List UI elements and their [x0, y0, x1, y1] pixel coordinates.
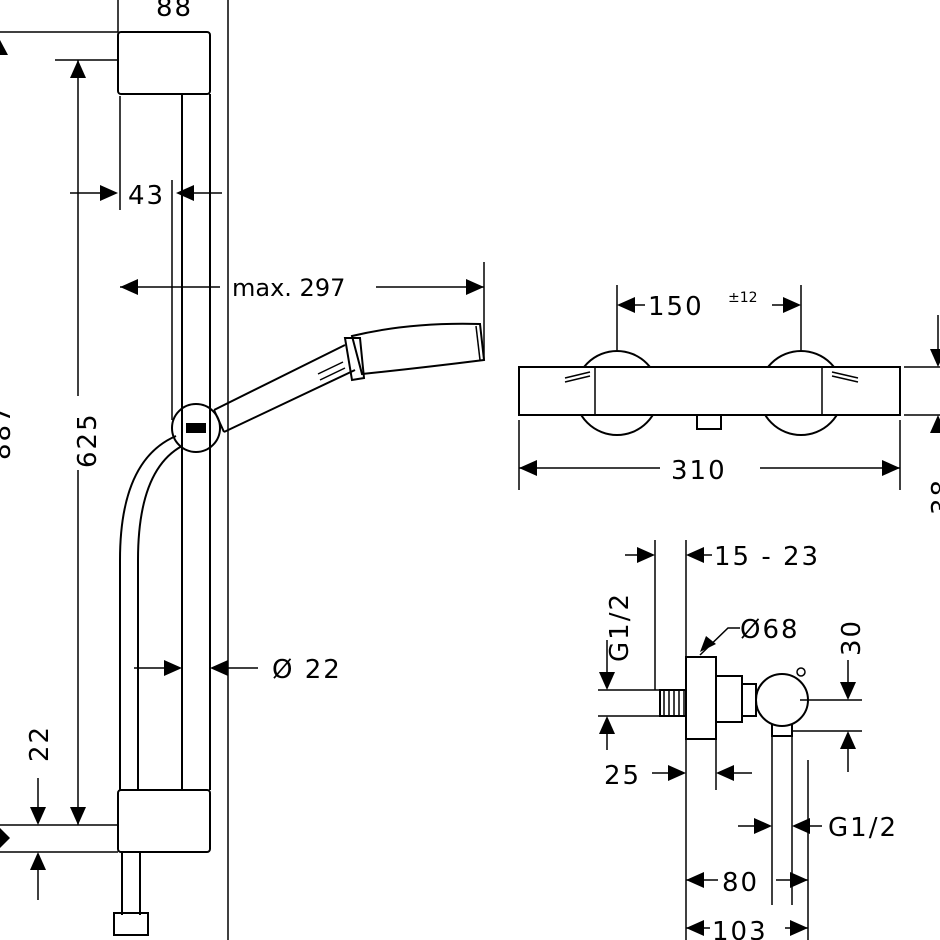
dim-150-label: 150 [648, 292, 704, 322]
mixer-side-view: G1/2 15 - 23 Ø68 30 25 G1 [598, 540, 898, 940]
hand-shower-head [350, 322, 486, 376]
dim-25-arrow-right [716, 765, 734, 781]
dim-43-label: 43 [128, 181, 165, 211]
hand-shower-neck [343, 337, 366, 382]
hose-bend-inner [137, 445, 183, 790]
mixer-top-knob [796, 667, 806, 677]
dim-88-label: 88 [156, 0, 193, 23]
dim-25-arrow-left [668, 765, 686, 781]
dim-310-label: 310 [671, 456, 727, 486]
dim-297-arrow-left [120, 279, 138, 295]
dim-g12b-arrow-left [754, 818, 772, 834]
mixer-front-view: 150 ±12 310 38 [518, 285, 940, 515]
dim-625-label: 625 [73, 412, 103, 468]
mixer-outlet-side [771, 724, 793, 737]
dim-887-label: 887 [0, 404, 17, 460]
slider-slot [186, 423, 206, 433]
dim-625-arrow-top [70, 60, 86, 78]
eccentric-thread-pattern [663, 690, 685, 716]
dim-310-arrow-left [519, 460, 537, 476]
dim-bottom-left-arrow [0, 828, 10, 848]
dim-103-arrow-left [686, 920, 704, 936]
mixer-handle-right-detail [831, 371, 859, 383]
dim-22-arrow-bottom [30, 852, 46, 870]
hose-connector [113, 912, 149, 936]
dim-25-label: 25 [604, 761, 641, 791]
dim-103-label: 103 [712, 917, 768, 940]
dim-38-label: 38 [927, 478, 940, 515]
dim-150-tolerance: ±12 [728, 290, 758, 306]
hand-shower-handle [213, 344, 356, 433]
dim-103-arrow-right [790, 920, 808, 936]
dim-38-arrow-top [930, 349, 940, 367]
dim-310-arrow-right [882, 460, 900, 476]
dim-d68-label: Ø68 [740, 615, 800, 645]
dim-43-arrow-right [176, 185, 194, 201]
dim-80-arrow-right [790, 872, 808, 888]
dim-30-arrow-top [840, 682, 856, 700]
dim-g12b-arrow-right [792, 818, 810, 834]
slider-holder [171, 403, 221, 453]
mixer-outlet [696, 414, 722, 430]
dim-30-arrow-bottom [840, 731, 856, 749]
rail-bottom-bracket [117, 789, 211, 853]
hand-shower-grip-detail [317, 361, 346, 381]
dim-80-label: 80 [722, 868, 759, 898]
rail-top-bracket [117, 31, 211, 95]
dim-g12-arrow-top [599, 672, 615, 690]
dim-d68-arrow [700, 636, 716, 652]
dim-g12-arrow-bottom [599, 716, 615, 734]
dim-d22-label: Ø 22 [272, 655, 342, 685]
dim-1523-label: 15 - 23 [714, 542, 820, 572]
dim-80-arrow-left [686, 872, 704, 888]
dim-1523-arrow-left [637, 547, 655, 563]
dim-38-arrow-bottom [930, 415, 940, 433]
dim-d22-arrow-right [210, 660, 228, 676]
dim-g12-label: G1/2 [605, 592, 635, 662]
mixer-body [518, 366, 901, 416]
mixer-handle-left-detail [564, 371, 591, 383]
dim-625-arrow-bottom [70, 807, 86, 825]
dim-22-label: 22 [25, 725, 55, 762]
dim-297-label: max. 297 [232, 274, 345, 302]
dim-1523-arrow-right [686, 547, 704, 563]
dim-43-arrow-left [100, 185, 118, 201]
dim-g12b-label: G1/2 [828, 813, 898, 843]
body-connector [716, 675, 743, 723]
dim-22-arrow-top [30, 807, 46, 825]
dim-297-arrow-right [466, 279, 484, 295]
dim-d22-arrow-left [164, 660, 182, 676]
hand-shower-face [475, 325, 481, 361]
hose-bend [119, 435, 177, 790]
dim-887-arrow-top [0, 40, 8, 55]
shower-rail-set: 88 43 max. 297 625 887 Ø 22 [0, 0, 486, 940]
rosette-side [685, 656, 717, 740]
body-connector-step [742, 683, 757, 717]
dim-30-label: 30 [837, 619, 867, 656]
